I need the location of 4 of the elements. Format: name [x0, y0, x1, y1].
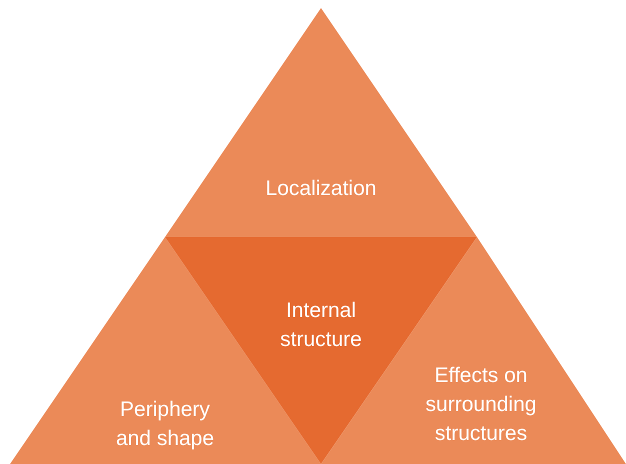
segment-label: Effects on surrounding structures	[424, 363, 538, 447]
segment-label: Periphery and shape	[114, 397, 216, 452]
segment-label: Localization	[264, 176, 378, 202]
segment-label: Internal structure	[279, 298, 363, 353]
